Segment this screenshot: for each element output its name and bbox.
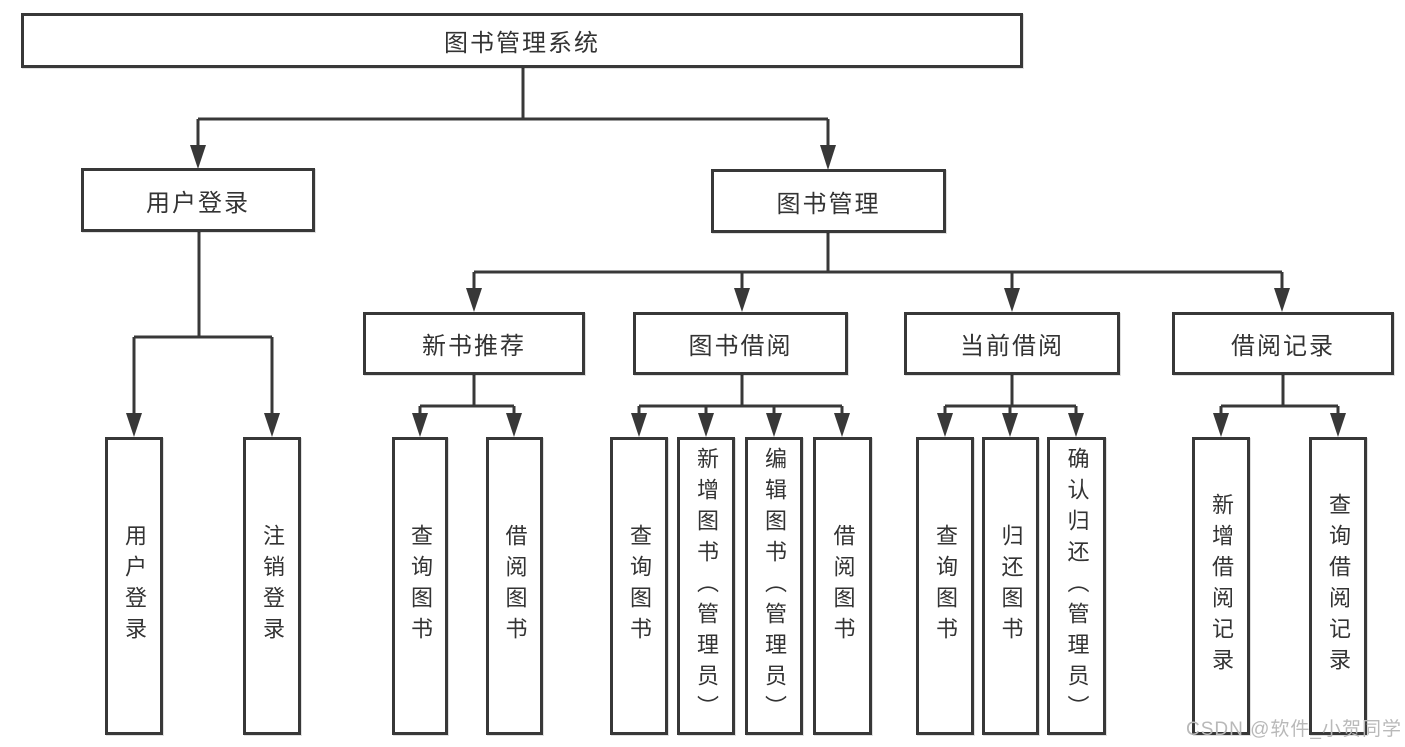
node-new-book-recommend: 新书推荐	[363, 312, 585, 375]
node-user-login-label: 用户登录	[146, 190, 250, 217]
csdn-watermark: CSDN @软件_小贺同学	[1186, 719, 1402, 740]
node-confirm-return-admin: 确认归还（管理员）	[1047, 437, 1106, 735]
node-current-borrow-label: 当前借阅	[960, 334, 1064, 360]
node-add-borrow-record: 新增借阅记录	[1192, 437, 1250, 735]
node-borrow-books-1: 借阅图书	[486, 437, 543, 735]
node-borrow-books-2: 借阅图书	[813, 437, 872, 735]
node-logout-leaf: 注销登录	[243, 437, 301, 735]
node-confirm-return-admin-label: 确认归还（管理员）	[1064, 446, 1090, 726]
node-return-books: 归还图书	[982, 437, 1039, 735]
node-borrow-records: 借阅记录	[1172, 312, 1394, 375]
node-query-borrow-record-label: 查询借阅记录	[1326, 493, 1351, 679]
node-current-borrow: 当前借阅	[904, 312, 1120, 375]
node-return-books-label: 归还图书	[998, 524, 1024, 648]
node-new-book-recommend-label: 新书推荐	[422, 334, 526, 360]
node-edit-books-admin: 编辑图书（管理员）	[745, 437, 803, 735]
node-query-borrow-record: 查询借阅记录	[1309, 437, 1367, 735]
node-add-borrow-record-label: 新增借阅记录	[1209, 493, 1234, 679]
node-logout-leaf-label: 注销登录	[260, 524, 285, 648]
node-user-login: 用户登录	[81, 168, 315, 232]
node-book-management-label: 图书管理	[776, 191, 881, 218]
node-system-root: 图书管理系统	[21, 13, 1023, 68]
node-query-books-1: 查询图书	[392, 437, 448, 735]
node-query-books-2-label: 查询图书	[627, 524, 652, 648]
node-borrow-books-2-label: 借阅图书	[830, 524, 856, 648]
node-book-borrow: 图书借阅	[633, 312, 848, 375]
node-query-books-3: 查询图书	[916, 437, 974, 735]
node-edit-books-admin-label: 编辑图书（管理员）	[762, 446, 787, 726]
node-add-books-admin: 新增图书（管理员）	[677, 437, 735, 735]
node-borrow-records-label: 借阅记录	[1231, 334, 1335, 360]
node-book-borrow-label: 图书借阅	[688, 334, 793, 360]
node-borrow-books-1-label: 借阅图书	[502, 524, 528, 648]
node-user-login-leaf: 用户登录	[105, 437, 163, 735]
node-add-books-admin-label: 新增图书（管理员）	[694, 446, 719, 726]
node-query-books-1-label: 查询图书	[408, 524, 433, 648]
node-user-login-leaf-label: 用户登录	[122, 524, 147, 648]
node-book-management: 图书管理	[711, 169, 946, 233]
node-system-root-label: 图书管理系统	[444, 31, 600, 57]
node-query-books-2: 查询图书	[610, 437, 668, 735]
node-query-books-3-label: 查询图书	[933, 524, 958, 648]
